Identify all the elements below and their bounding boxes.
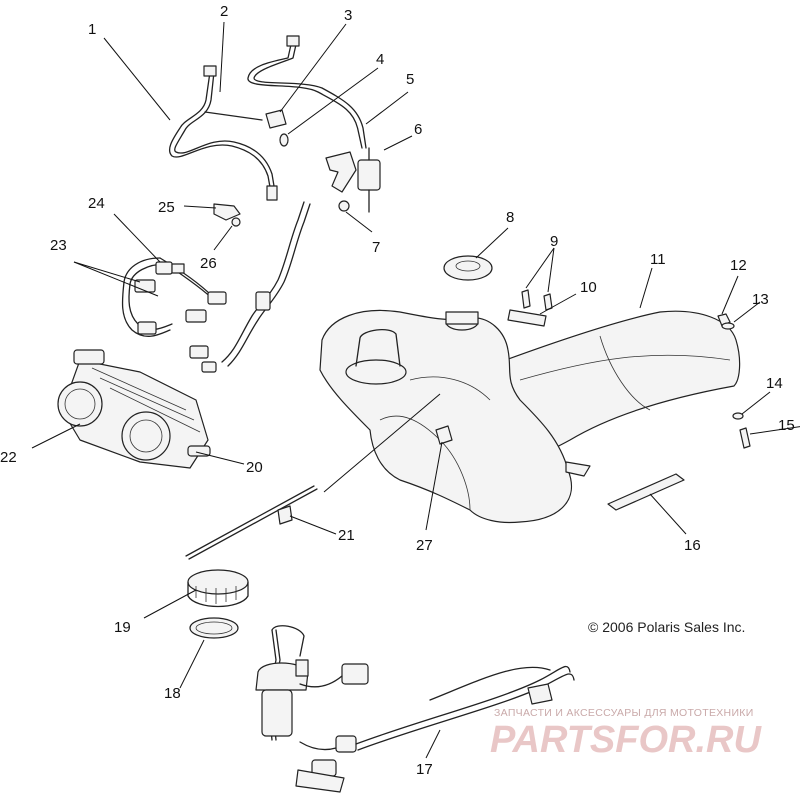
throttle-body: [57, 349, 211, 469]
callout-9: 9: [550, 233, 558, 250]
callout-1: 1: [88, 21, 96, 38]
callout-12: 12: [730, 257, 747, 274]
callout-8: 8: [506, 209, 514, 226]
callout-13: 13: [752, 291, 769, 308]
fuel-rail-injectors: [121, 201, 311, 373]
copyright-notice: © 2006 Polaris Sales Inc.: [588, 619, 745, 635]
callout-24: 24: [88, 195, 105, 212]
callout-25: 25: [158, 199, 175, 216]
callout-2: 2: [220, 3, 228, 20]
callout-20: 20: [246, 459, 263, 476]
callout-26: 26: [200, 255, 217, 272]
callout-6: 6: [414, 121, 422, 138]
callout-5: 5: [406, 71, 414, 88]
callout-27: 27: [416, 537, 433, 554]
callout-7: 7: [372, 239, 380, 256]
watermark-brand: PARTSFOR.RU: [490, 719, 762, 761]
callout-23: 23: [50, 237, 67, 254]
fuel-tank-and-seat: [319, 309, 741, 524]
callout-15: 15: [778, 417, 795, 434]
callout-19: 19: [114, 619, 131, 636]
callout-14: 14: [766, 375, 783, 392]
fuel-pump-assembly: [255, 625, 575, 793]
callout-21: 21: [338, 527, 355, 544]
callout-10: 10: [580, 279, 597, 296]
callout-numbers: 1 2 3 4 5 6 7 8 9 10 11 12 13 14 15 16 1…: [0, 3, 795, 778]
small-hardware: [185, 255, 751, 639]
callout-11: 11: [650, 251, 666, 268]
leader-lines: [31, 21, 800, 759]
fuel-lines-top: [168, 35, 381, 227]
watermark-tagline: ЗАПЧАСТИ И АКСЕССУАРЫ ДЛЯ МОТОТЕХНИКИ: [494, 707, 754, 719]
callout-3: 3: [344, 7, 352, 24]
callout-18: 18: [164, 685, 181, 702]
callout-22: 22: [0, 449, 17, 466]
callout-17: 17: [416, 761, 433, 778]
callout-16: 16: [684, 537, 701, 554]
callout-4: 4: [376, 51, 384, 68]
watermark-logo: ЗАПЧАСТИ И АКСЕССУАРЫ ДЛЯ МОТОТЕХНИКИ PA…: [490, 707, 762, 761]
